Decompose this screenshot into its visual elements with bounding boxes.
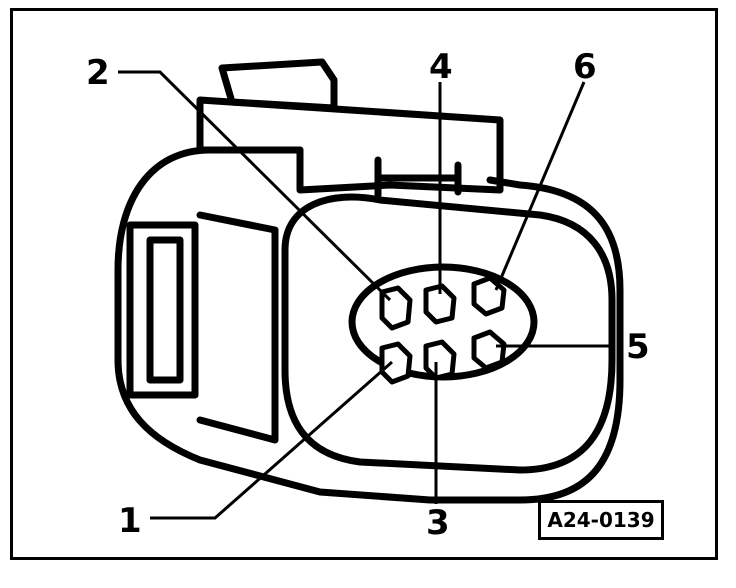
figure-reference-code: A24-0139 (538, 500, 664, 540)
pin-cavity-4 (423, 283, 457, 325)
side-lock (126, 221, 199, 399)
latch (196, 96, 504, 194)
front-recess (281, 193, 616, 474)
leader-line-6 (494, 81, 586, 291)
pin-cavity-3 (423, 339, 457, 381)
latch-tab (218, 58, 338, 112)
figure-frame (10, 8, 718, 560)
pin-cavity-1 (379, 341, 413, 385)
callout-3: 3 (426, 503, 450, 543)
callout-6: 6 (573, 47, 597, 87)
pin-cavity-2 (379, 285, 413, 331)
callout-4: 4 (429, 47, 453, 87)
callout-5: 5 (626, 327, 650, 367)
latch-slot (374, 156, 462, 199)
leader-line-1 (150, 360, 393, 520)
pin-cavity-5 (471, 329, 507, 371)
callout-1: 1 (118, 501, 142, 541)
connector-housing (114, 146, 624, 504)
leader-line-2 (118, 70, 392, 302)
callout-2: 2 (86, 53, 110, 93)
